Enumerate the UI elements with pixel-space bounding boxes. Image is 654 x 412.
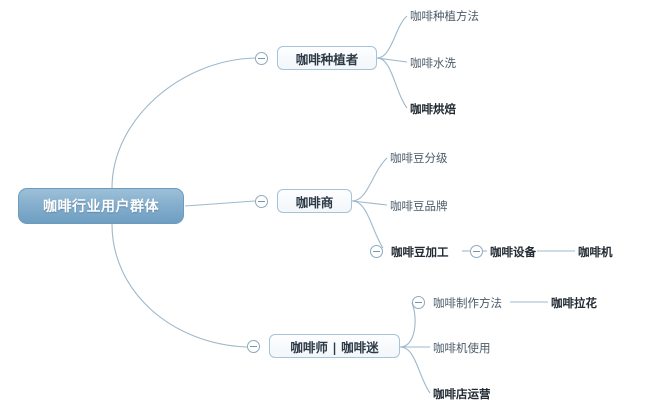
leaf-label: 咖啡烘焙 xyxy=(410,102,456,116)
leaf-node-bean-processing[interactable]: 咖啡豆加工 xyxy=(391,245,449,259)
leaf-label: 咖啡豆加工 xyxy=(391,245,449,259)
collapse-minus-icon-branch-1[interactable] xyxy=(255,52,268,65)
leaf-label: 咖啡水洗 xyxy=(410,56,456,70)
branch-node-label: 咖啡师 | 咖啡迷 xyxy=(290,339,379,355)
branch-node-barista-enthusiast[interactable]: 咖啡师 | 咖啡迷 xyxy=(269,334,400,358)
leaf-label: 咖啡豆品牌 xyxy=(390,199,448,213)
branch-node-coffee-grower[interactable]: 咖啡种植者 xyxy=(277,46,377,70)
leaf-label: 咖啡机使用 xyxy=(433,341,491,355)
leaf-label: 咖啡机 xyxy=(578,245,613,259)
leaf-node-shop-operation[interactable]: 咖啡店运营 xyxy=(433,387,491,401)
branch-node-label: 咖啡种植者 xyxy=(295,51,359,67)
branch-node-coffee-merchant[interactable]: 咖啡商 xyxy=(277,189,352,213)
leaf-node-planting-method[interactable]: 咖啡种植方法 xyxy=(410,9,479,23)
leaf-node-coffee-machine[interactable]: 咖啡机 xyxy=(578,245,613,259)
leaf-node-machine-usage[interactable]: 咖啡机使用 xyxy=(433,341,491,355)
leaf-label: 咖啡设备 xyxy=(490,245,536,259)
leaf-label: 咖啡制作方法 xyxy=(433,296,502,310)
leaf-node-bean-grading[interactable]: 咖啡豆分级 xyxy=(390,151,448,165)
leaf-label: 咖啡店运营 xyxy=(433,387,491,401)
leaf-node-brewing-method[interactable]: 咖啡制作方法 xyxy=(433,296,502,310)
leaf-label: 咖啡种植方法 xyxy=(410,9,479,23)
root-node-label: 咖啡行业用户群体 xyxy=(43,199,159,215)
root-node[interactable]: 咖啡行业用户群体 xyxy=(18,188,184,224)
collapse-minus-icon-equipment[interactable] xyxy=(470,245,483,258)
collapse-minus-icon-branch-3[interactable] xyxy=(247,340,260,353)
leaf-node-coffee-equipment[interactable]: 咖啡设备 xyxy=(490,245,536,259)
collapse-minus-icon-branch-2[interactable] xyxy=(255,195,268,208)
leaf-label: 咖啡豆分级 xyxy=(390,151,448,165)
branch-node-label: 咖啡商 xyxy=(295,194,334,210)
leaf-node-washing[interactable]: 咖啡水洗 xyxy=(410,56,456,70)
leaf-label: 咖啡拉花 xyxy=(551,296,597,310)
leaf-node-latte-art[interactable]: 咖啡拉花 xyxy=(551,296,597,310)
leaf-node-bean-brand[interactable]: 咖啡豆品牌 xyxy=(390,199,448,213)
collapse-minus-icon-brewing-method[interactable] xyxy=(412,296,425,309)
leaf-node-roasting[interactable]: 咖啡烘焙 xyxy=(410,102,456,116)
collapse-minus-icon-bean-processing[interactable] xyxy=(370,245,383,258)
